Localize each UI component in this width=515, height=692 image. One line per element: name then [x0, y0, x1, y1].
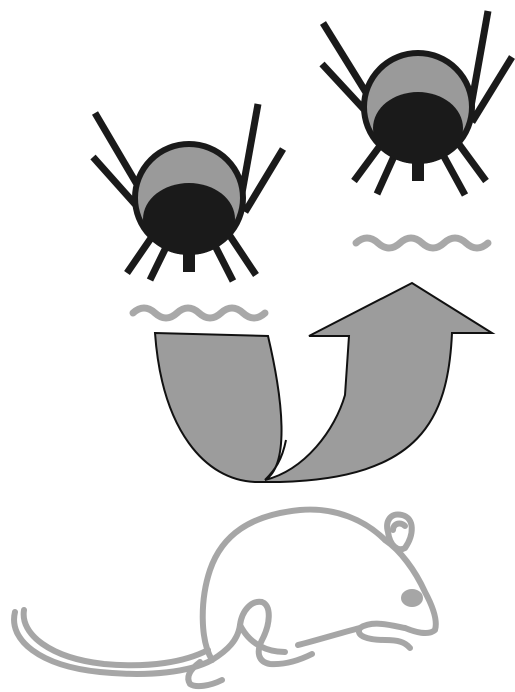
tick-right-icon	[322, 11, 512, 195]
tick-left-icon	[93, 104, 283, 281]
wavy-line-right-icon	[356, 238, 488, 248]
wavy-line-left-icon	[133, 308, 265, 318]
u-turn-arrow-icon	[155, 283, 492, 482]
rodent-icon	[14, 510, 436, 687]
